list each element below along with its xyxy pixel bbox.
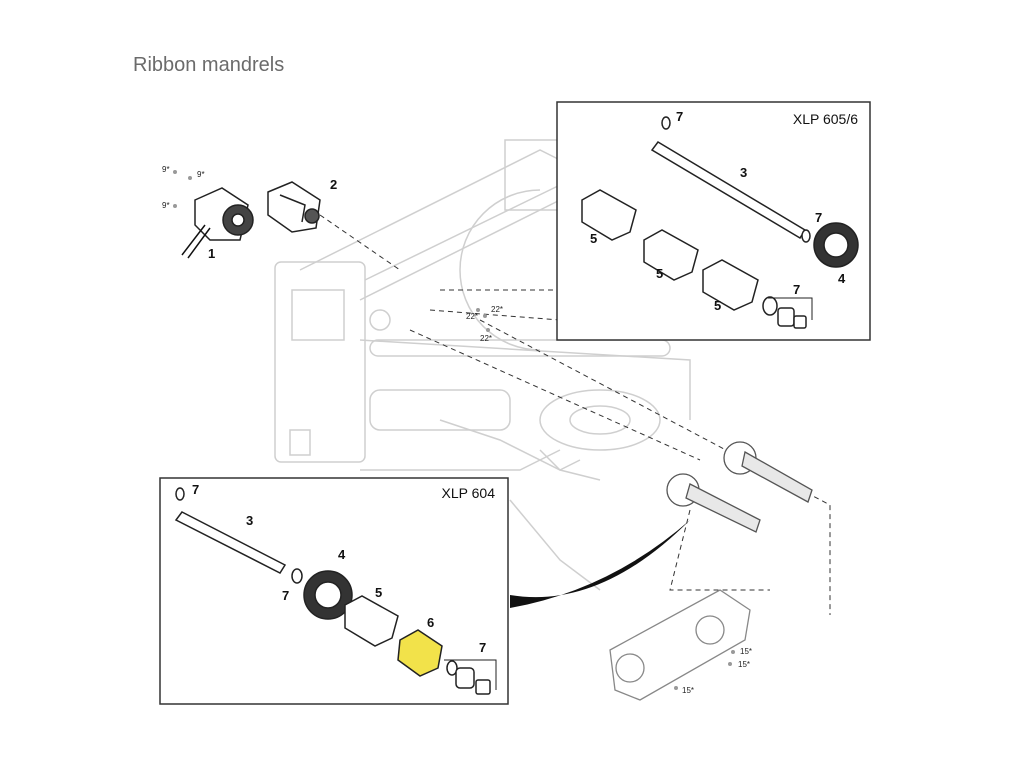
upper-bracket-line	[768, 297, 813, 320]
label-screw-4: 22*	[491, 305, 503, 314]
label-screw-9: 15*	[682, 686, 694, 695]
inset-lower-parts-end	[446, 660, 491, 695]
label-lower-7c: 7	[479, 640, 486, 655]
label-part-1: 1	[208, 246, 215, 261]
label-lower-6: 6	[427, 615, 434, 630]
guide-lines	[319, 214, 831, 615]
label-upper-5c: 5	[714, 298, 721, 313]
inset-lower-title: XLP 604	[442, 485, 496, 501]
label-upper-5b: 5	[656, 266, 663, 281]
label-lower-3: 3	[246, 513, 253, 528]
part-1-motor	[181, 187, 254, 259]
inset-lower-parts	[174, 487, 399, 647]
label-part-2: 2	[330, 177, 337, 192]
printer-background	[274, 139, 691, 591]
label-screw-8: 15*	[738, 660, 750, 669]
part-6-highlighted	[397, 629, 443, 677]
part-2-housing	[267, 181, 321, 233]
screws-part-1	[173, 170, 735, 690]
label-screw-3: 9*	[162, 201, 170, 210]
lower-bracket-line	[444, 659, 497, 690]
label-upper-4: 4	[838, 271, 846, 286]
label-upper-5a: 5	[590, 231, 597, 246]
highlight-fill	[397, 629, 443, 677]
main-mandrels	[666, 441, 813, 533]
label-screw-5: 22*	[466, 312, 478, 321]
page-title: Ribbon mandrels	[133, 54, 285, 76]
label-lower-5: 5	[375, 585, 382, 600]
label-lower-7a: 7	[192, 482, 199, 497]
callout-arrow	[510, 520, 690, 608]
inset-upper-title: XLP 605/6	[793, 111, 858, 127]
label-upper-7c: 7	[793, 282, 800, 297]
label-screw-7: 15*	[740, 647, 752, 656]
label-upper-3: 3	[740, 165, 747, 180]
label-lower-7b: 7	[282, 588, 289, 603]
label-lower-4: 4	[338, 547, 346, 562]
label-upper-7a: 7	[676, 109, 683, 124]
label-upper-7b: 7	[815, 210, 822, 225]
label-screw-1: 9*	[162, 165, 170, 174]
side-cover	[609, 589, 751, 701]
inset-upper-parts	[581, 116, 859, 329]
label-screw-6: 22*	[480, 334, 492, 343]
label-screw-2: 9*	[197, 170, 205, 179]
